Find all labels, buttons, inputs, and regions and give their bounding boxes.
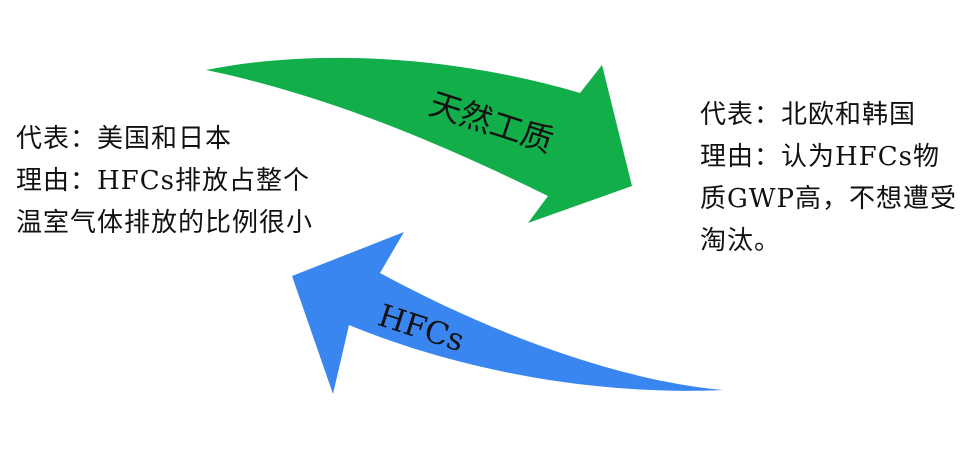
green-arrow — [206, 57, 632, 223]
right-text-block: 代表：北欧和韩国 理由：认为HFCs物质GWP高，不想遭受淘汰。 — [700, 94, 962, 262]
blue-arrow — [292, 232, 723, 394]
left-text-block: 代表：美国和日本 理由：HFCs排放占整个温室气体排放的比例很小 — [16, 118, 316, 244]
right-representative-text: 代表：北欧和韩国 — [700, 100, 917, 130]
right-reason-text: 理由：认为HFCs物质GWP高，不想遭受淘汰。 — [700, 142, 957, 256]
left-reason-text: 理由：HFCs排放占整个温室气体排放的比例很小 — [16, 166, 314, 238]
left-representative-text: 代表：美国和日本 — [16, 124, 233, 154]
